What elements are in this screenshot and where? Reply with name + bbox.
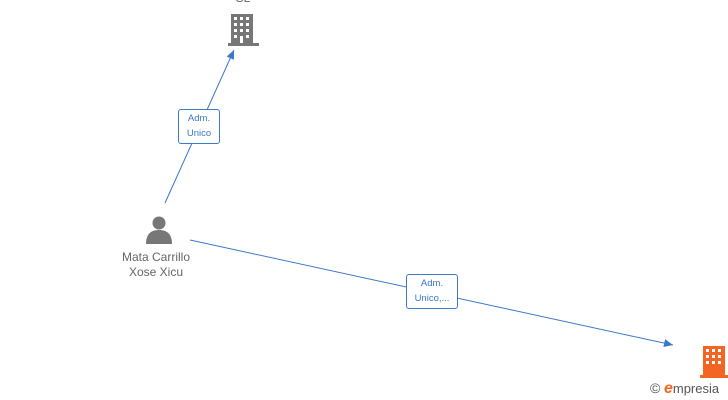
edge-label-bottom-line1: Adm. [420, 278, 444, 289]
building-icon[interactable] [228, 14, 259, 46]
brand-name: mpresia [672, 381, 720, 396]
person-name-line1: Mata Carrillo [121, 250, 190, 264]
edge-label-bottom[interactable]: Adm. Unico,... [406, 274, 458, 309]
edge-label-top-line1: Adm. [187, 113, 211, 124]
person-icon[interactable] [146, 216, 172, 245]
edge-label-top[interactable]: Adm. Unico [178, 109, 220, 144]
person-name[interactable]: Mata Carrillo Xose Xicu [106, 250, 206, 280]
person-name-line2: Xose Xicu [128, 265, 184, 279]
watermark: © empresia [650, 380, 719, 400]
copyright-symbol: © [650, 380, 661, 396]
edge-label-top-line2: Unico [186, 128, 212, 139]
edge-label-bottom-line2: Unico,... [414, 293, 450, 304]
brand-logo-letter: e [663, 380, 673, 397]
building-icon[interactable] [700, 346, 728, 378]
company-label[interactable]: SL [222, 0, 264, 6]
